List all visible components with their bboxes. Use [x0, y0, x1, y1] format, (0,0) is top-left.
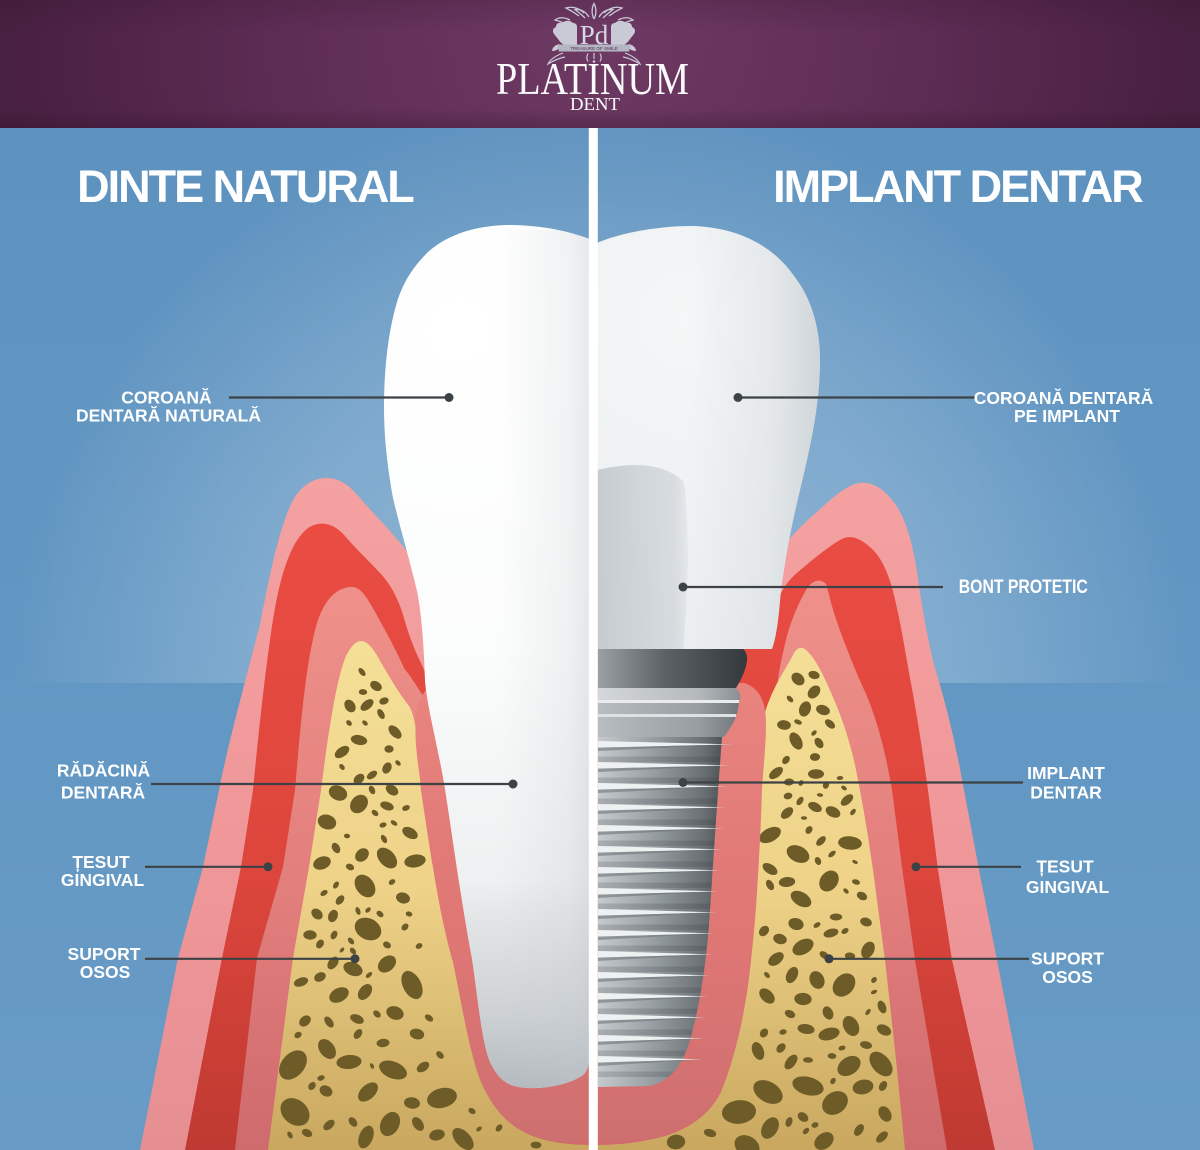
svg-text:DENT: DENT: [570, 94, 620, 114]
svg-text:SUPORT: SUPORT: [68, 944, 141, 964]
svg-text:ȚESUT: ȚESUT: [1036, 857, 1094, 877]
svg-text:PLATINUM: PLATINUM: [496, 53, 689, 104]
svg-text:COROANĂ: COROANĂ: [121, 387, 212, 408]
svg-text:GINGIVAL: GINGIVAL: [1026, 877, 1110, 897]
svg-text:RĂDĂCINĂ: RĂDĂCINĂ: [57, 760, 151, 781]
svg-text:IMPLANT: IMPLANT: [1027, 763, 1105, 783]
svg-text:DENTARĂ: DENTARĂ: [61, 782, 146, 803]
svg-text:ȚESUT: ȚESUT: [72, 852, 130, 872]
svg-text:OSOS: OSOS: [80, 962, 131, 982]
svg-text:COROANĂ DENTARĂ: COROANĂ DENTARĂ: [974, 387, 1154, 408]
svg-text:IMPLANT DENTAR: IMPLANT DENTAR: [773, 161, 1143, 212]
svg-text:DINTE NATURAL: DINTE NATURAL: [77, 161, 414, 212]
svg-text:PE IMPLANT: PE IMPLANT: [1014, 406, 1120, 426]
svg-text:OSOS: OSOS: [1042, 967, 1093, 987]
svg-text:DENTARĂ NATURALĂ: DENTARĂ NATURALĂ: [76, 405, 261, 426]
svg-text:SUPORT: SUPORT: [1031, 949, 1104, 969]
svg-text:GINGIVAL: GINGIVAL: [61, 870, 145, 890]
svg-text:BONT PROTETIC: BONT PROTETIC: [959, 577, 1088, 598]
svg-text:DENTAR: DENTAR: [1030, 783, 1102, 803]
svg-text:TREASURE OF SMILE: TREASURE OF SMILE: [570, 46, 618, 51]
